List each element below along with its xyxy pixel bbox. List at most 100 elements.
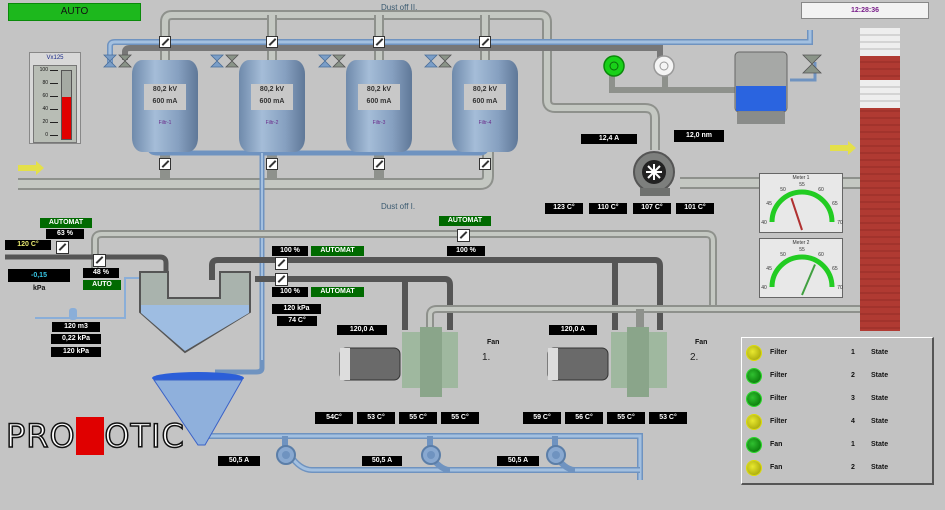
status-state: State — [871, 349, 889, 356]
level-gauge-tick — [50, 109, 58, 110]
left-valve-1[interactable] — [56, 241, 69, 254]
filter-current: 600 mA — [152, 98, 178, 105]
chimney — [860, 28, 900, 331]
logo-m: M — [75, 417, 105, 455]
level-gauge-tick-label: 100 — [39, 67, 48, 73]
status-state: State — [871, 464, 889, 471]
left-valve-2-auto-button[interactable]: AUTO — [83, 280, 121, 290]
fan-1-temp-1: 54C° — [315, 412, 353, 424]
status-number: 2 — [851, 464, 855, 471]
meter-tick-label: 70 — [837, 285, 843, 291]
status-lamp-icon — [747, 438, 761, 452]
flow-volume: 120 m3 — [52, 322, 100, 332]
main-fan-temp-4: 101 C° — [676, 203, 714, 214]
pump-2-current: 50,5 A — [362, 456, 402, 466]
flow-pressure-1: 0,22 kPa — [51, 334, 101, 344]
auto-mode-button[interactable]: AUTO — [8, 3, 141, 21]
left-valve-2[interactable] — [93, 254, 106, 267]
filter-readout: 80,2 kV 600 mA — [251, 84, 293, 110]
fan-1-temp-2: 53 C° — [357, 412, 395, 424]
flow-pressure-2: 120 kPa — [51, 347, 101, 357]
clock-display: 12:28:36 — [801, 2, 929, 19]
filter-2-top-valve[interactable] — [266, 36, 278, 48]
filter-3-bottom-valve[interactable] — [373, 158, 385, 170]
status-state: State — [871, 441, 889, 448]
status-lamp-icon — [747, 461, 761, 475]
valve-c-automat-button[interactable]: AUTOMAT — [439, 216, 491, 226]
status-row: Fan 2 State — [742, 459, 932, 479]
valve-b[interactable] — [275, 273, 288, 286]
level-gauge-tick-label: 0 — [45, 132, 48, 138]
level-gauge-tick-label: 60 — [42, 93, 48, 99]
pump-white-icon — [653, 55, 675, 77]
main-fan-temp-2: 110 C° — [589, 203, 627, 214]
level-gauge-tick — [50, 122, 58, 123]
fan-2-current: 120,0 A — [549, 325, 597, 335]
fan-1-number: 1. — [482, 352, 491, 363]
valve-a-percent: 100 % — [272, 246, 308, 256]
filter-current: 600 mA — [259, 98, 285, 105]
status-device: Fan — [770, 464, 783, 471]
meter-tick-label: 60 — [818, 187, 824, 193]
left-valve-automat-button[interactable]: AUTOMAT — [40, 218, 92, 228]
level-gauge-fill — [62, 96, 71, 139]
valve-b-automat-button[interactable]: AUTOMAT — [311, 287, 364, 297]
meter-tick-label: 70 — [837, 220, 843, 226]
meter-scale-arc — [769, 254, 835, 288]
meter-tick-label: 45 — [766, 266, 772, 272]
meter-needle — [790, 197, 803, 231]
left-valve-percent: 63 % — [46, 229, 84, 239]
level-gauge-tick-label: 40 — [42, 106, 48, 112]
outlet-arrow-icon — [830, 141, 856, 155]
filter-voltage: 80,2 kV — [259, 86, 285, 93]
filter-1-top-valve[interactable] — [159, 36, 171, 48]
center-temperature: 74 C° — [277, 316, 317, 326]
left-valve-2-percent: 48 % — [83, 268, 119, 278]
valve-c-percent: 100 % — [447, 246, 485, 256]
main-fan-temp-1: 123 C° — [545, 203, 583, 214]
filter-4-top-valve[interactable] — [479, 36, 491, 48]
filter-voltage: 80,2 kV — [472, 86, 498, 93]
filter-voltage: 80,2 kV — [366, 86, 392, 93]
status-device: Fan — [770, 441, 783, 448]
valve-a[interactable] — [275, 257, 288, 270]
filter-2-bottom-valve[interactable] — [266, 158, 278, 170]
valve-c[interactable] — [457, 229, 470, 242]
status-lamp-icon — [747, 369, 761, 383]
center-pressure: 120 kPa — [272, 304, 321, 314]
status-lamp-icon — [747, 392, 761, 406]
main-fan-temp-3: 107 C° — [633, 203, 671, 214]
meter-2-title: Meter 2 — [792, 240, 810, 246]
status-number: 1 — [851, 349, 855, 356]
status-lamp-icon — [747, 415, 761, 429]
valve-a-automat-button[interactable]: AUTOMAT — [311, 246, 364, 256]
pump-green-icon — [603, 55, 625, 77]
funnel — [153, 379, 243, 446]
pressure-unit: kPa — [33, 285, 46, 292]
meter-tick-label: 50 — [780, 187, 786, 193]
filter-name: Filtr-3 — [372, 120, 386, 126]
filter-1-bottom-valve[interactable] — [159, 158, 171, 170]
status-state: State — [871, 395, 889, 402]
meter-tick-label: 45 — [766, 201, 772, 207]
level-gauge-tick — [50, 70, 58, 71]
filter-3-top-valve[interactable] — [373, 36, 385, 48]
fan-1-label: Fan — [487, 339, 500, 346]
dust-off-1-title: Dust off I. — [381, 202, 416, 211]
status-number: 1 — [851, 441, 855, 448]
fan-2-number: 2. — [690, 352, 699, 363]
meter-tick-label: 40 — [761, 220, 767, 226]
meter-tick-label: 60 — [818, 252, 824, 258]
filter-4-bottom-valve[interactable] — [479, 158, 491, 170]
